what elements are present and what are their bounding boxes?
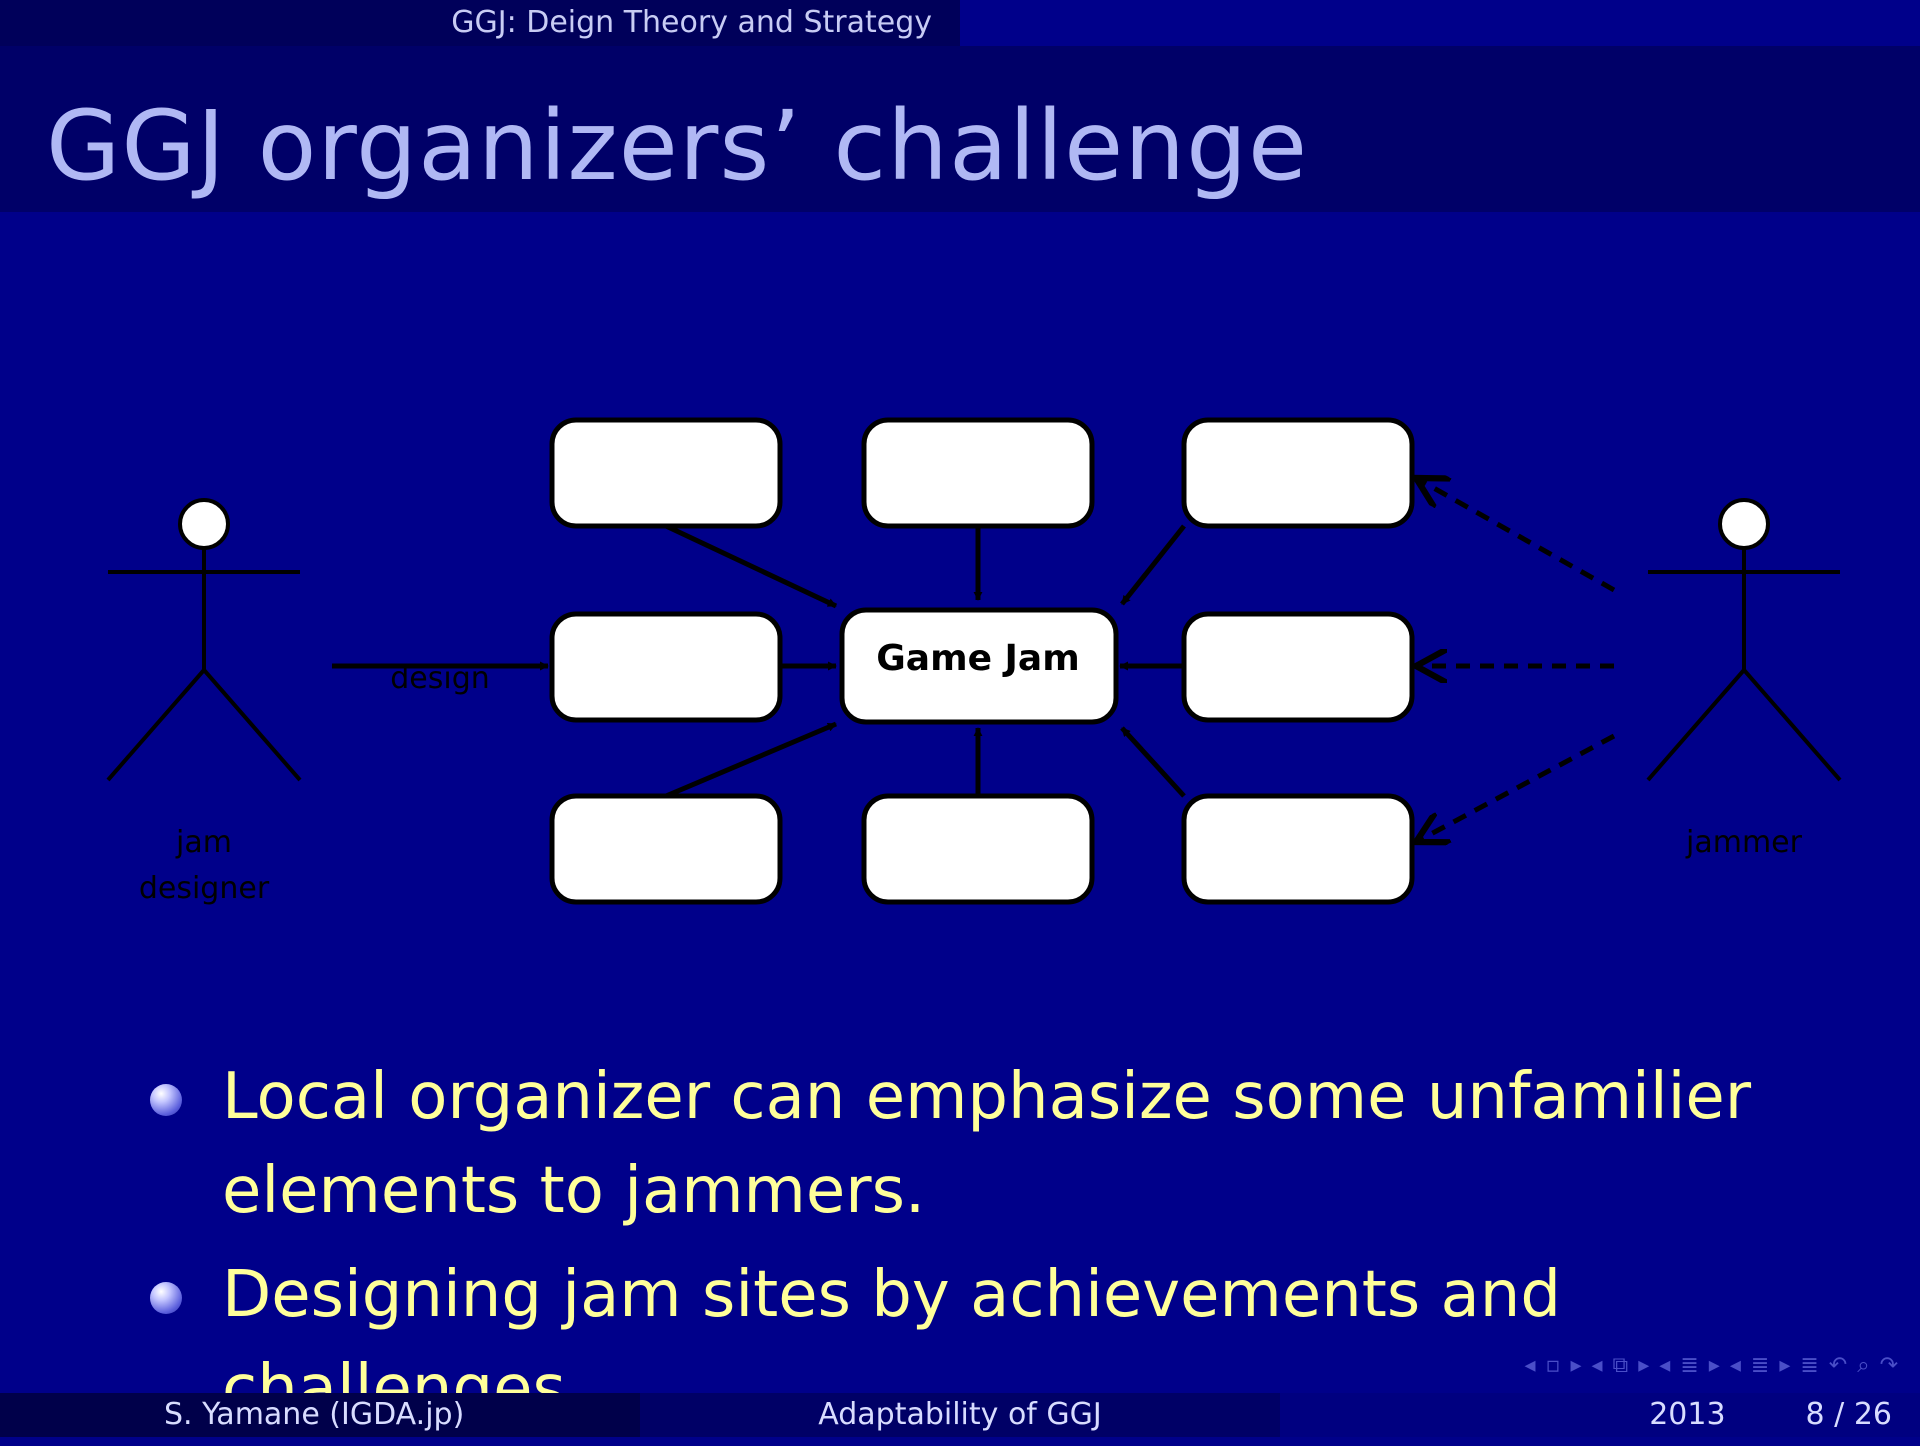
- nav-forward-icon[interactable]: ↷: [1879, 1352, 1898, 1378]
- bullet-text: Designing jam sites by achievements and …: [222, 1258, 1561, 1426]
- nav-back-icon[interactable]: ↶: [1828, 1352, 1848, 1378]
- nav-next-frame-icon[interactable]: ▸: [1570, 1352, 1582, 1378]
- game-jam-box: [839, 607, 1119, 725]
- use-case-box: [1181, 611, 1415, 723]
- use-case-box: [549, 417, 783, 529]
- section-title: GGJ: Deign Theory and Strategy: [451, 5, 932, 40]
- use-case-box: [861, 417, 1095, 529]
- bullet-ball-icon: [150, 1282, 182, 1314]
- dashed-arrows: [1416, 478, 1616, 842]
- footer-right: 2013 8 / 26: [1280, 1393, 1920, 1437]
- nav-prev-slide-icon[interactable]: ◂: [1591, 1352, 1603, 1378]
- nav-next-subsection-icon[interactable]: ▸: [1708, 1352, 1720, 1378]
- bullet-item: Local organizer can emphasize some unfam…: [150, 1050, 1890, 1238]
- use-case-box: [549, 793, 783, 905]
- nav-section-icon[interactable]: ≣: [1750, 1352, 1770, 1378]
- use-case-boxes: [549, 417, 1415, 905]
- nav-document-icon[interactable]: ≣: [1800, 1352, 1819, 1378]
- nav-next-slide-icon[interactable]: ▸: [1638, 1352, 1650, 1378]
- use-case-box: [861, 793, 1095, 905]
- solid-arrows: [332, 523, 1186, 799]
- nav-prev-frame-icon[interactable]: ◂: [1524, 1352, 1536, 1378]
- game-jam-label: Game Jam: [876, 638, 1080, 679]
- nav-prev-subsection-icon[interactable]: ◂: [1659, 1352, 1671, 1378]
- bullet-ball-icon: [150, 1084, 182, 1116]
- nav-prev-section-icon[interactable]: ◂: [1729, 1352, 1741, 1378]
- bullet-text: Local organizer can emphasize some unfam…: [222, 1060, 1752, 1134]
- nav-search-icon[interactable]: ⌕: [1857, 1352, 1870, 1378]
- bullet-item: Designing jam sites by achievements and …: [150, 1248, 1890, 1436]
- beamer-navigation: ◂ ▫ ▸ ◂ ⧉ ▸ ◂ ≣ ▸ ◂ ≣ ▸ ≣ ↶ ⌕ ↷: [1524, 1350, 1898, 1380]
- bullet-text: elements to jammers.: [222, 1154, 926, 1228]
- frame-title-bar: GGJ organizers’ challenge: [0, 46, 1920, 212]
- nav-subsection-icon[interactable]: ≣: [1680, 1352, 1699, 1378]
- jammer-actor: [1646, 498, 1842, 782]
- footer-talk-title: Adaptability of GGJ: [640, 1393, 1280, 1437]
- bullet-list: Local organizer can emphasize some unfam…: [150, 1050, 1890, 1446]
- jam-designer-label-line2: designer: [139, 871, 270, 906]
- footer-author: S. Yamane (IGDA.jp): [0, 1393, 640, 1437]
- footer-page-number: 8 / 26: [1805, 1397, 1892, 1432]
- jam-designer-label-line1: jam: [175, 825, 232, 860]
- use-case-box: [1181, 793, 1415, 905]
- use-case-box: [1181, 417, 1415, 529]
- jam-designer-actor: [106, 498, 302, 782]
- section-headline: GGJ: Deign Theory and Strategy: [0, 0, 960, 46]
- footer-year: 2013: [1649, 1397, 1726, 1432]
- nav-slide-icon[interactable]: ⧉: [1612, 1352, 1629, 1378]
- nav-frame-icon[interactable]: ▫: [1545, 1352, 1561, 1378]
- jammer-label: jammer: [1685, 825, 1803, 860]
- design-label: design: [390, 661, 490, 696]
- slide-title: GGJ organizers’ challenge: [46, 90, 1309, 202]
- use-case-box: [549, 611, 783, 723]
- footline: S. Yamane (IGDA.jp) Adaptability of GGJ …: [0, 1393, 1920, 1437]
- nav-next-section-icon[interactable]: ▸: [1779, 1352, 1791, 1378]
